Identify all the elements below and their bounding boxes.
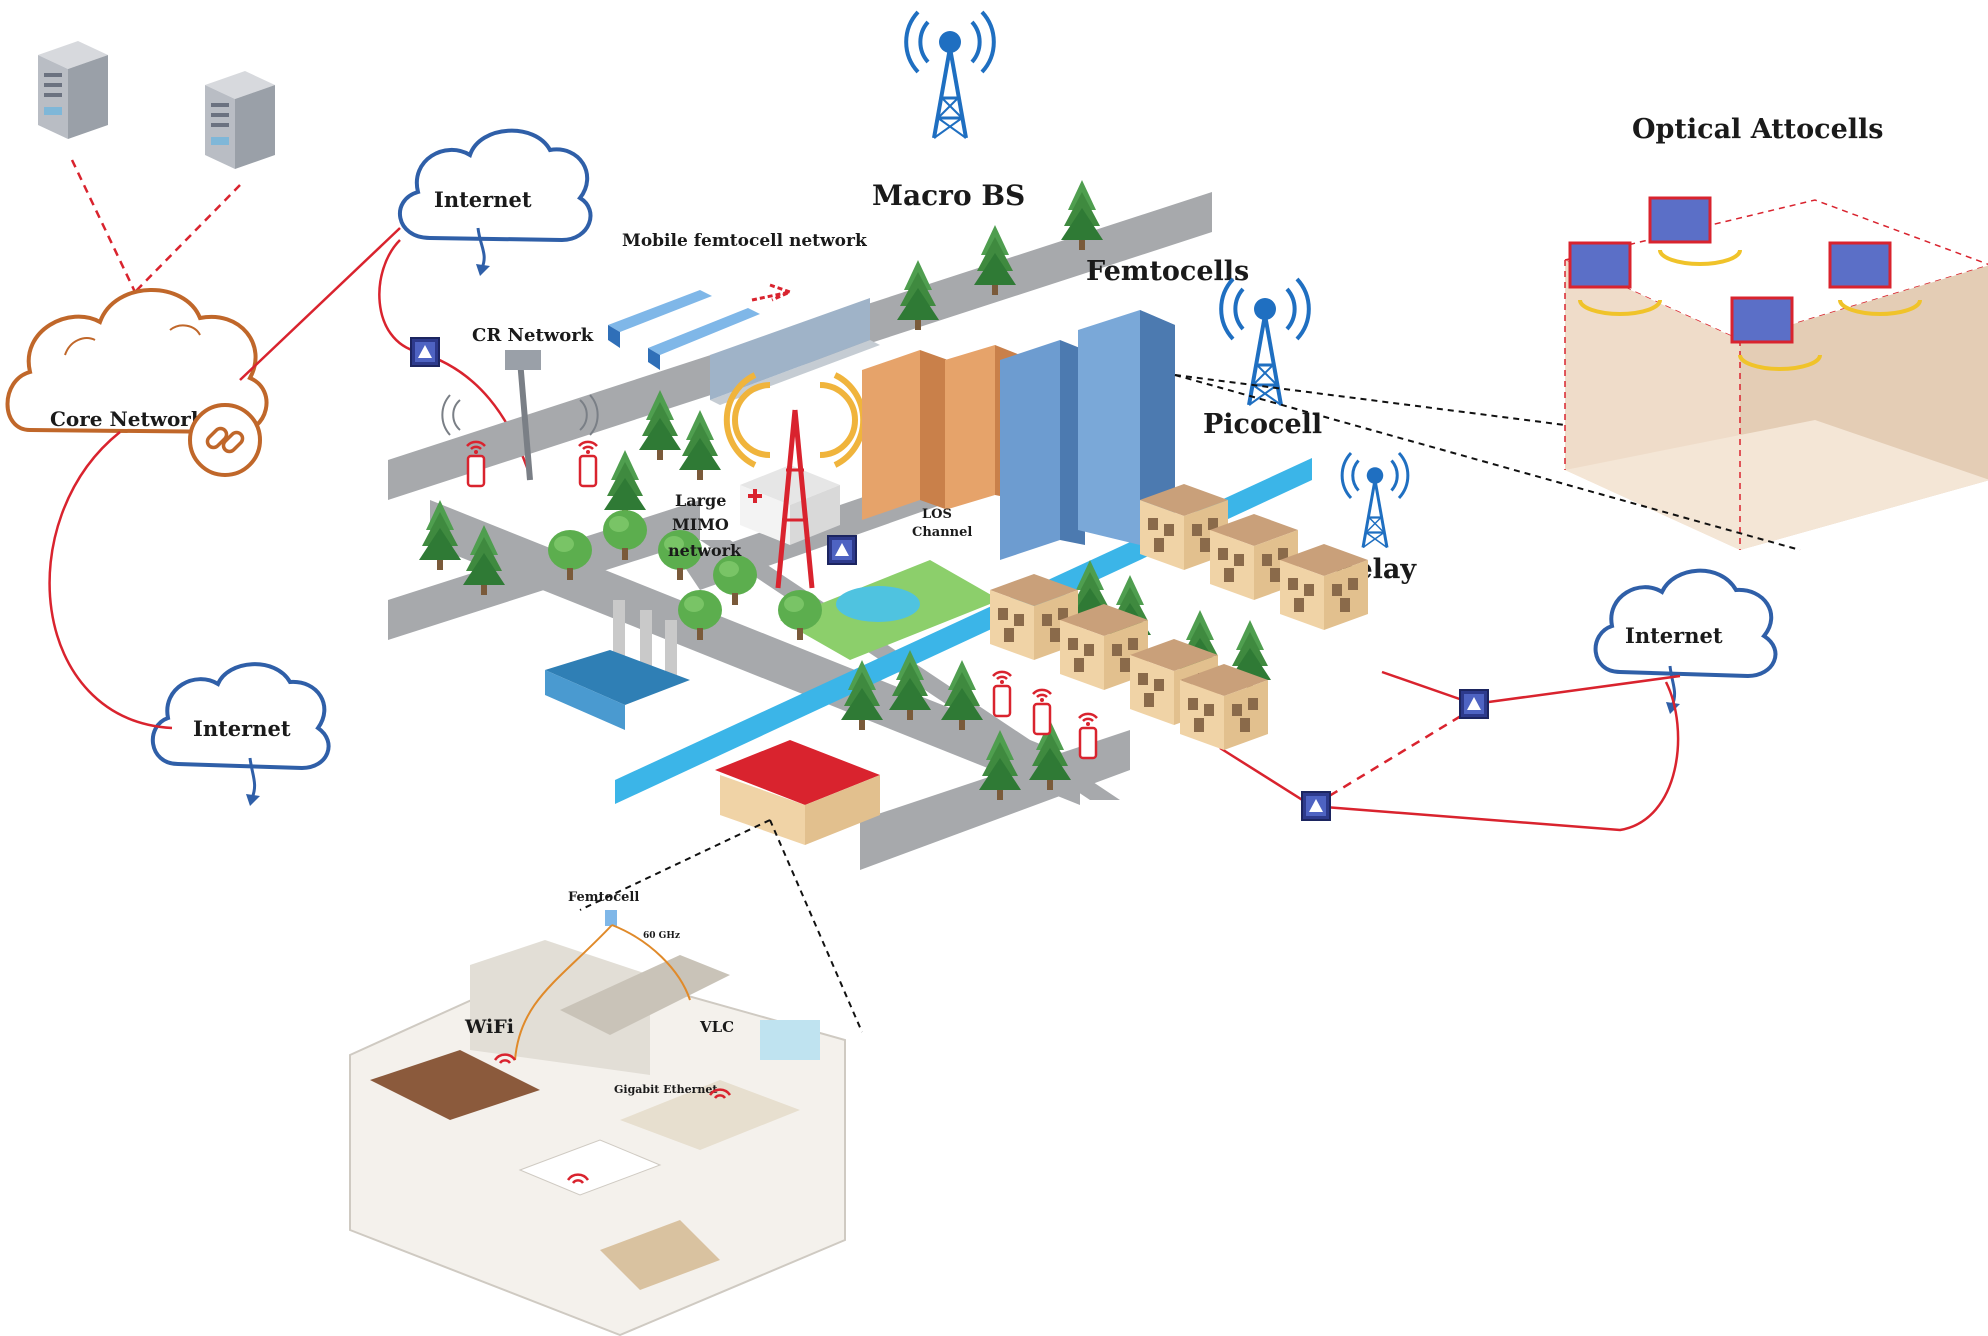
phone-wifi-icon-street-1	[991, 670, 1013, 718]
home-vlc-label: VLC	[699, 1018, 734, 1036]
internet-cloud-right-icon	[1593, 568, 1778, 714]
mimo-tower-icon	[723, 372, 867, 589]
callout-femto-to-office-2	[1174, 374, 1801, 551]
home-femtocell-icon	[514, 910, 691, 1061]
core-network-cloud-icon	[5, 288, 269, 435]
macro-bs-tower-icon	[904, 10, 996, 140]
internet-cloud-top-icon	[397, 128, 593, 276]
server-icon-1	[38, 41, 108, 139]
home-ethernet-label: Gigabit Ethernet	[614, 1083, 718, 1096]
link-relay-dashed	[1315, 706, 1475, 806]
link-core-to-internet-top	[239, 227, 401, 381]
phone-wifi-icon-cr-2	[577, 440, 599, 488]
phone-wifi-icon-street-2	[1031, 688, 1053, 736]
server-link-2	[134, 184, 241, 293]
home-wifi-label: WiFi	[464, 1016, 514, 1038]
attocell-panel-3	[1828, 241, 1892, 289]
river	[615, 458, 1312, 804]
los-label-2: Channel	[912, 525, 972, 540]
picocell-label: Picocell	[1203, 409, 1322, 440]
home-femtocell-label: Femtocell	[568, 890, 639, 905]
park	[780, 560, 1000, 660]
link-icon	[188, 403, 262, 477]
home-interior	[349, 940, 846, 1336]
router-icon-relay-lower	[1301, 791, 1331, 821]
home-wifi-signal-2	[708, 1088, 732, 1099]
router-icon-cr	[410, 337, 440, 367]
large-mimo-label-2: MIMO	[672, 515, 729, 534]
cr-tower-icon	[441, 350, 599, 481]
los-label-1: LOS	[922, 507, 952, 522]
router-icon-mimo	[827, 535, 857, 565]
cr-network-label: CR Network	[472, 325, 594, 346]
server-icon-2	[205, 71, 275, 169]
home-wifi-signal-3	[566, 1173, 590, 1184]
internet-top-label: Internet	[434, 187, 532, 212]
femtocells-label: Femtocells	[1086, 256, 1249, 287]
callout-warehouse-to-home-1	[579, 819, 771, 911]
trains	[608, 283, 795, 370]
large-mimo-label-3: network	[668, 541, 742, 560]
router-icon-relay-upper	[1459, 689, 1489, 719]
home-60ghz-label: 60 GHz	[643, 931, 680, 941]
internet-right-label: Internet	[1625, 623, 1723, 648]
large-mimo-label-1: Large	[675, 491, 726, 510]
warehouse	[715, 740, 880, 845]
mobile-femtocell-label: Mobile femtocell network	[622, 231, 868, 251]
callout-warehouse-to-home-2	[769, 819, 863, 1033]
server-link-1	[70, 159, 137, 293]
home-wifi-signal-1	[493, 1053, 517, 1064]
attocell-panel-1	[1648, 196, 1712, 244]
skyscrapers	[1000, 310, 1175, 560]
link-core-to-internet-left	[48, 431, 173, 730]
link-relay-down	[1219, 681, 1680, 832]
internet-cloud-bottom-left-icon	[150, 662, 331, 806]
attocell-panel-2	[1568, 241, 1632, 289]
internet-bottom-left-label: Internet	[193, 716, 291, 741]
phone-wifi-icon-street-3	[1077, 712, 1099, 760]
optical-attocells-office	[1562, 196, 1988, 550]
tan-towers	[862, 345, 1020, 520]
factory	[545, 600, 690, 730]
core-network-label: Core Network	[50, 407, 206, 431]
relay-tower-icon	[1340, 451, 1410, 549]
macro-bs-label: Macro BS	[872, 179, 1025, 212]
optical-attocells-label: Optical Attocells	[1632, 114, 1883, 145]
link-relay-chain	[1381, 670, 1681, 706]
attocell-panel-4	[1730, 296, 1794, 344]
